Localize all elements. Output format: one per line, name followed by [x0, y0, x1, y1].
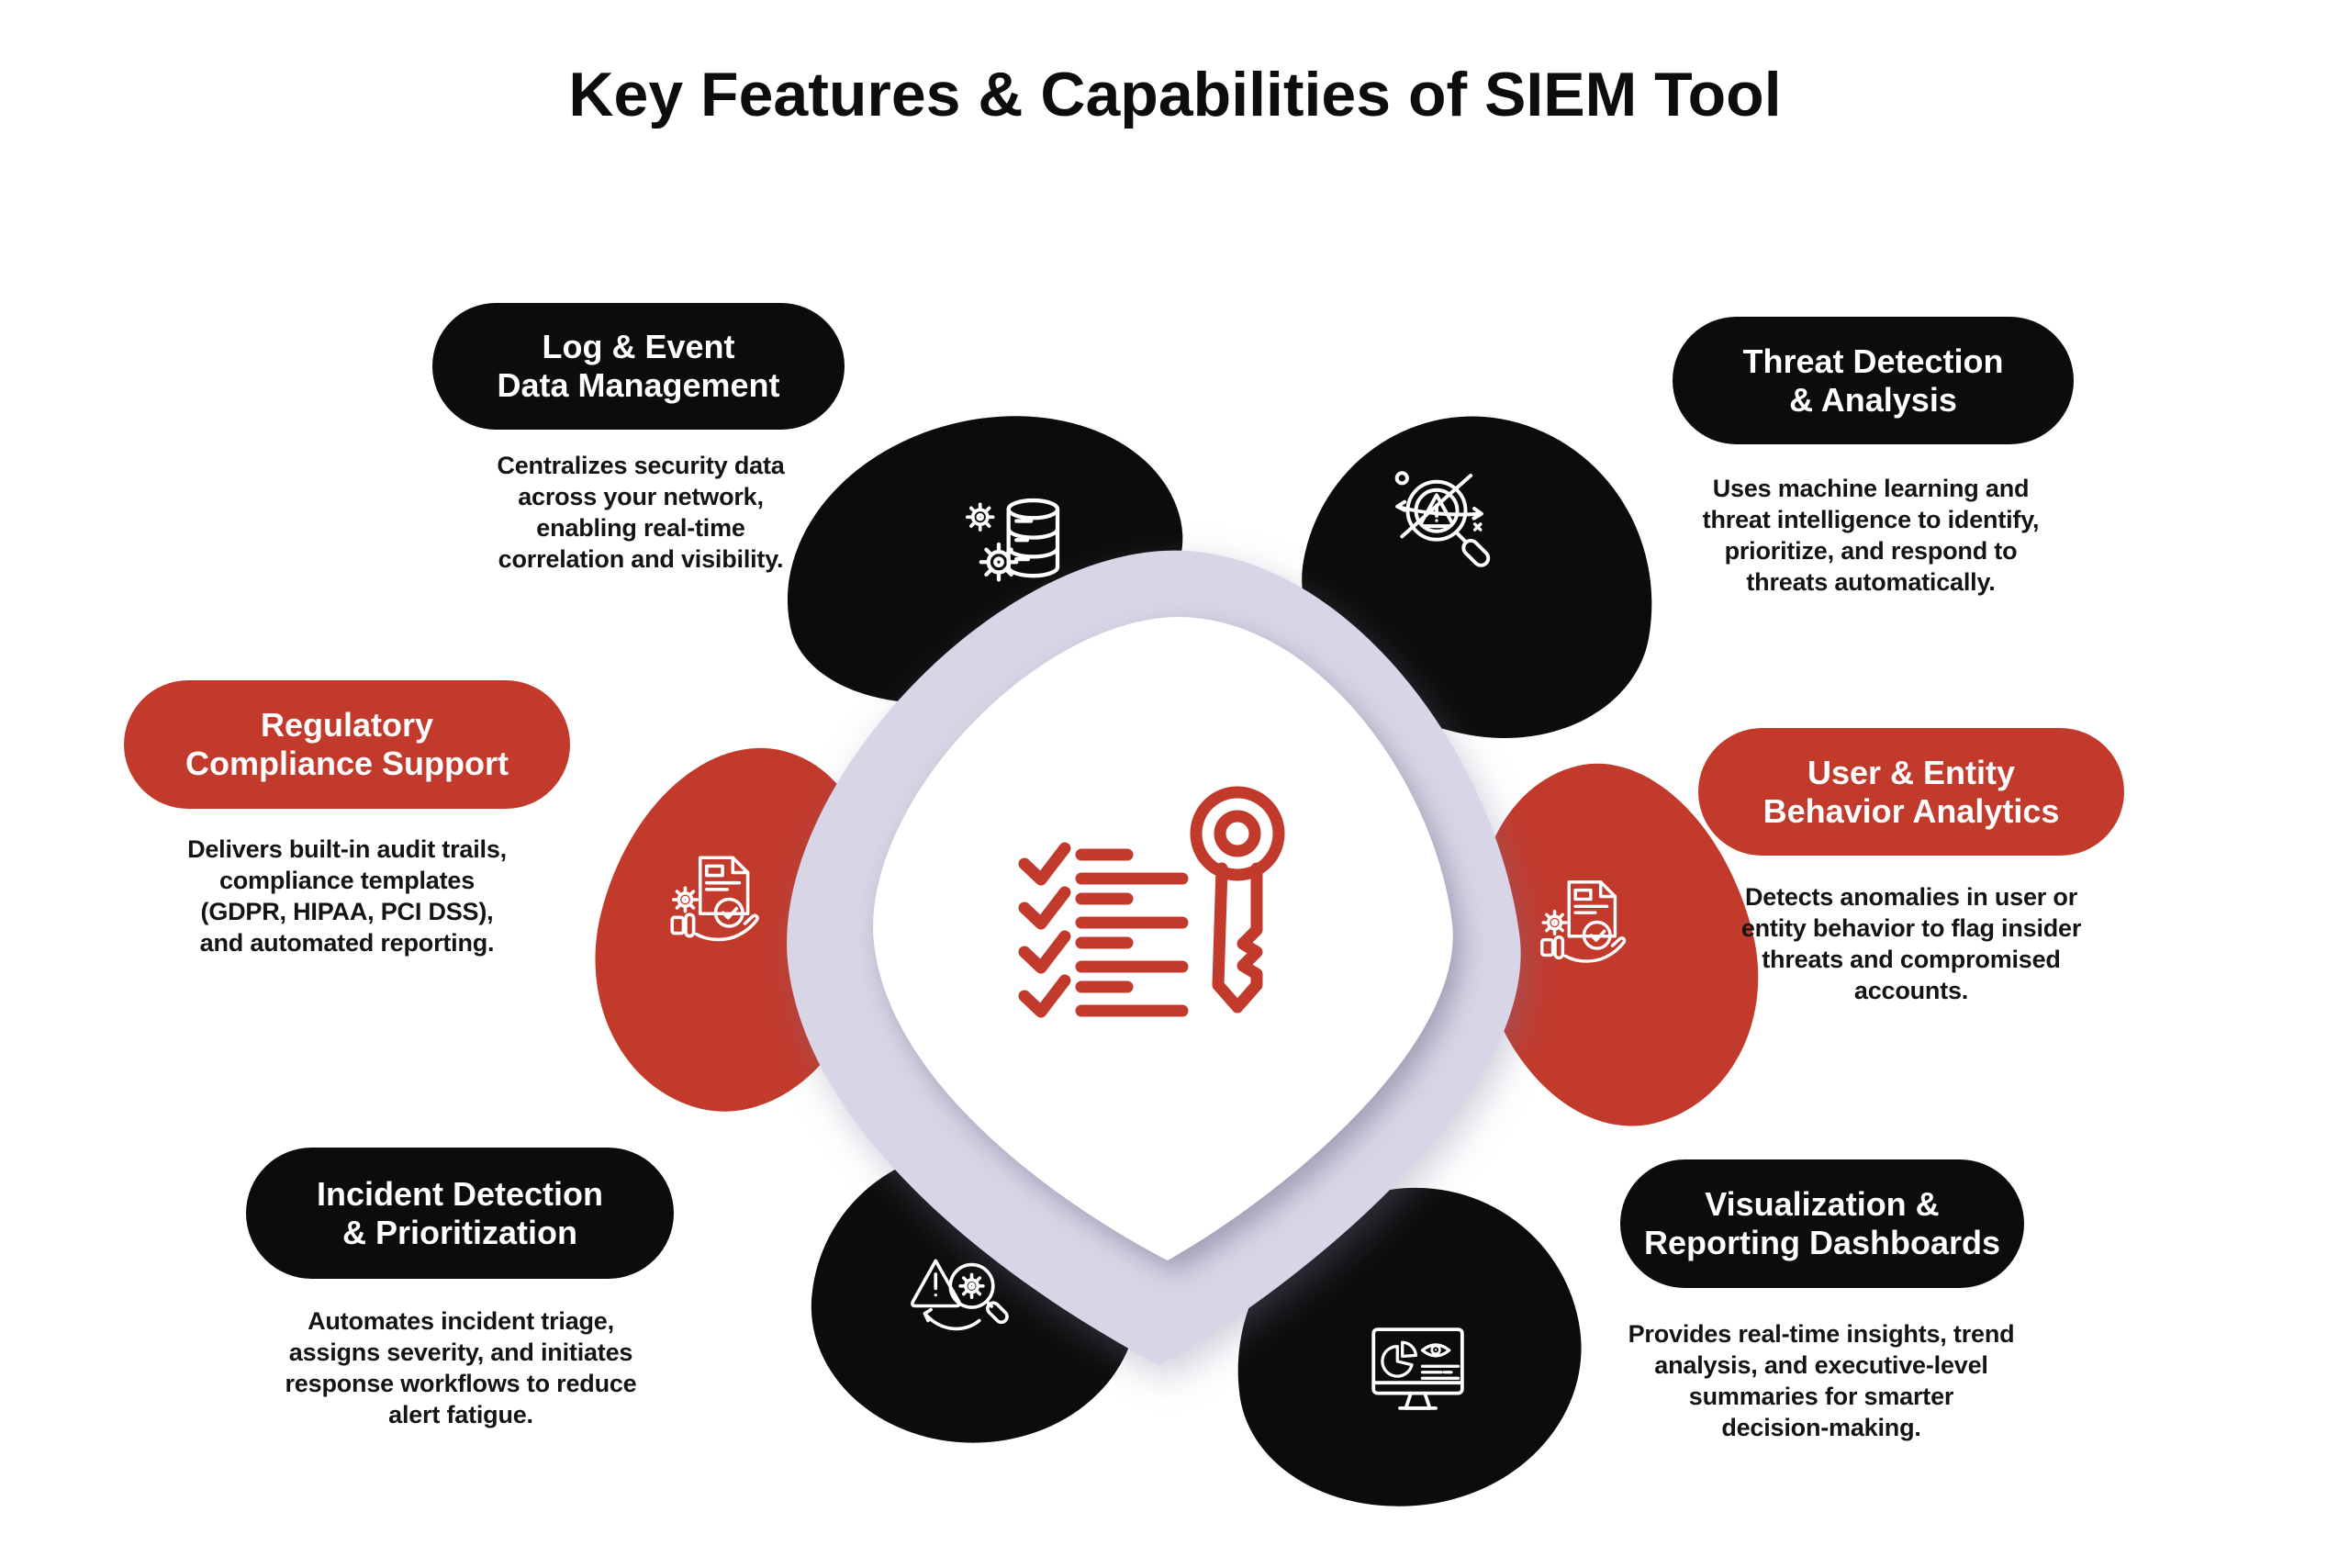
dashboard-monitor-icon — [1371, 1327, 1464, 1410]
feature-pill-label: Log & Event — [542, 328, 735, 365]
feature-pill-label: & Prioritization — [341, 1213, 577, 1251]
feature-pill-label: User & Entity — [1807, 753, 2016, 791]
feature-description-ueba: Detects anomalies in user or entity beha… — [1740, 883, 2082, 1004]
feature-pill-label: Regulatory — [260, 706, 434, 744]
feature-pill-ueba: User & Entity Behavior Analytics — [1698, 728, 2124, 856]
feature-pill-label: Data Management — [497, 366, 780, 404]
warning-magnifier-gear-icon — [911, 1259, 1009, 1331]
feature-pill-visualization: Visualization & Reporting Dashboards — [1620, 1159, 2024, 1288]
feature-pill-label: Incident Detection — [316, 1174, 604, 1213]
key-checklist-icon — [1018, 786, 1285, 1018]
gears-database-icon — [966, 498, 1060, 582]
feature-pill-label: Threat Detection — [1742, 342, 2004, 380]
feature-pill-label: & Analysis — [1789, 380, 1957, 419]
feature-description-incident-detection: Automates incident triage, assigns sever… — [285, 1307, 637, 1428]
feature-pill-label: Visualization & — [1705, 1185, 1940, 1223]
center-blob — [787, 550, 1521, 1365]
feature-description-visualization: Provides real-time insights, trend analy… — [1628, 1320, 2015, 1441]
feature-pill-label: Reporting Dashboards — [1643, 1224, 2001, 1261]
feature-description-threat-detection: Uses machine learning and threat intelli… — [1702, 475, 2040, 596]
feature-pill-regulatory-compliance: Regulatory Compliance Support — [124, 680, 570, 809]
document-gear-hand-check-icon — [1540, 880, 1627, 963]
feature-pill-label: Compliance Support — [185, 745, 509, 782]
document-gear-hand-check-icon — [670, 856, 759, 942]
feature-pill-label: Behavior Analytics — [1762, 791, 2060, 830]
page-title: Key Features & Capabilities of SIEM Tool — [568, 60, 1782, 129]
feature-pill-threat-detection: Threat Detection & Analysis — [1673, 317, 2074, 444]
feature-description-regulatory-compliance: Delivers built-in audit trails, complian… — [187, 835, 507, 957]
feature-pill-log-event: Log & Event Data Management — [432, 303, 845, 430]
feature-pill-incident-detection: Incident Detection & Prioritization — [246, 1148, 674, 1279]
feature-description-log-event: Centralizes security data across your ne… — [497, 452, 785, 573]
magnifier-target-warning-icon — [1394, 471, 1491, 567]
center-blob-inner — [873, 617, 1453, 1261]
